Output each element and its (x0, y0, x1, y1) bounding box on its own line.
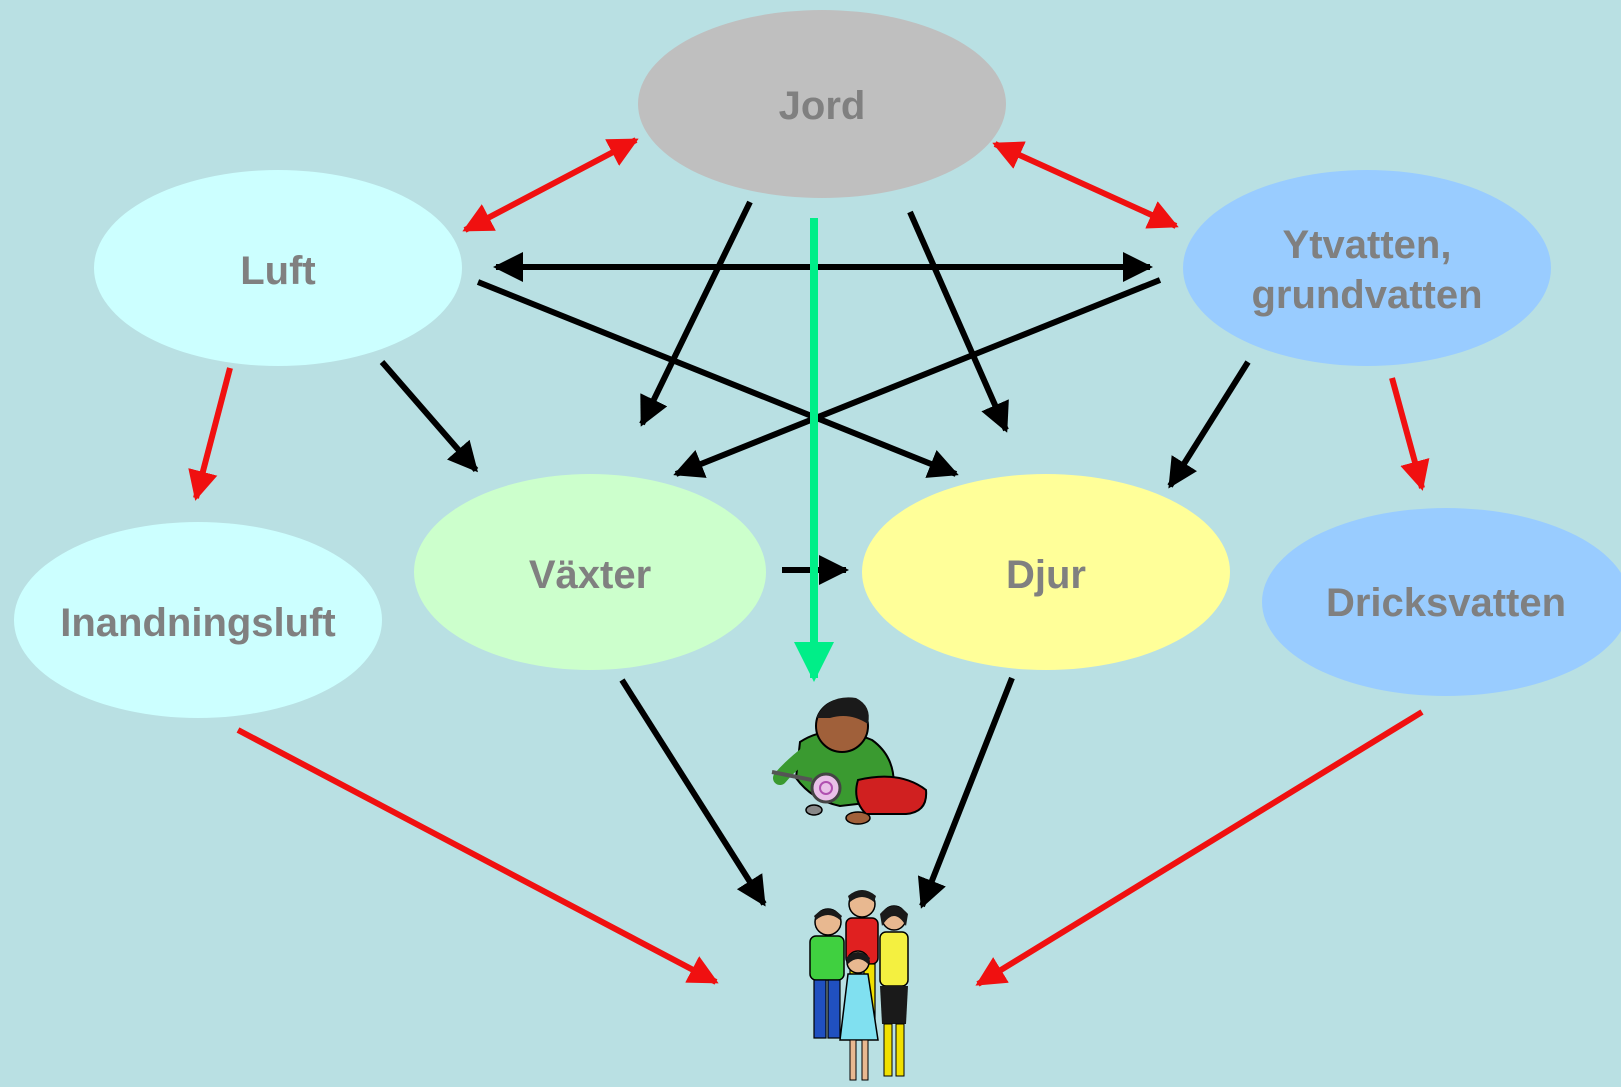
node-djur (862, 474, 1230, 670)
node-jord-label: Jord (779, 84, 866, 128)
family-group-icon (809, 890, 909, 1081)
node-dricksvatten (1262, 508, 1621, 696)
node-dricksvatten-label: Dricksvatten (1326, 581, 1566, 625)
node-vaxter-label: Växter (529, 553, 651, 597)
arrow-luft-inandningsluft (188, 367, 233, 501)
node-luft (94, 170, 462, 366)
child-with-magnifier-icon (771, 697, 928, 825)
arrow-ytvatten-djur (1167, 360, 1251, 489)
node-ytvatten (1183, 170, 1551, 366)
node-ytvatten-label-line1: Ytvatten, (1283, 223, 1452, 267)
arrow-inandningsluft-family (236, 727, 719, 985)
arrow-jord-vaxter (639, 200, 753, 427)
arrow-vaxter-family (619, 678, 767, 907)
arrow-jord-ytvatten (992, 141, 1179, 229)
arrow-jord-djur (907, 210, 1009, 433)
arrow-dricksvatten-family (975, 709, 1424, 987)
node-jord (638, 10, 1006, 198)
node-djur-label: Djur (1006, 553, 1086, 597)
node-ytvatten-label-line2: grundvatten (1251, 273, 1482, 317)
node-inandningsluft-label: Inandningsluft (60, 601, 336, 645)
node-luft-label: Luft (240, 249, 316, 293)
arrow-ytvatten-dricksvatten (1389, 377, 1430, 491)
arrow-luft-jord (462, 137, 639, 233)
node-vaxter (414, 474, 766, 670)
node-inandningsluft (14, 522, 382, 718)
arrow-ytvatten-vaxter (673, 277, 1162, 478)
arrow-djur-family (917, 676, 1015, 909)
arrow-luft-vaxter (379, 360, 479, 473)
arrow-luft-djur (476, 279, 959, 478)
